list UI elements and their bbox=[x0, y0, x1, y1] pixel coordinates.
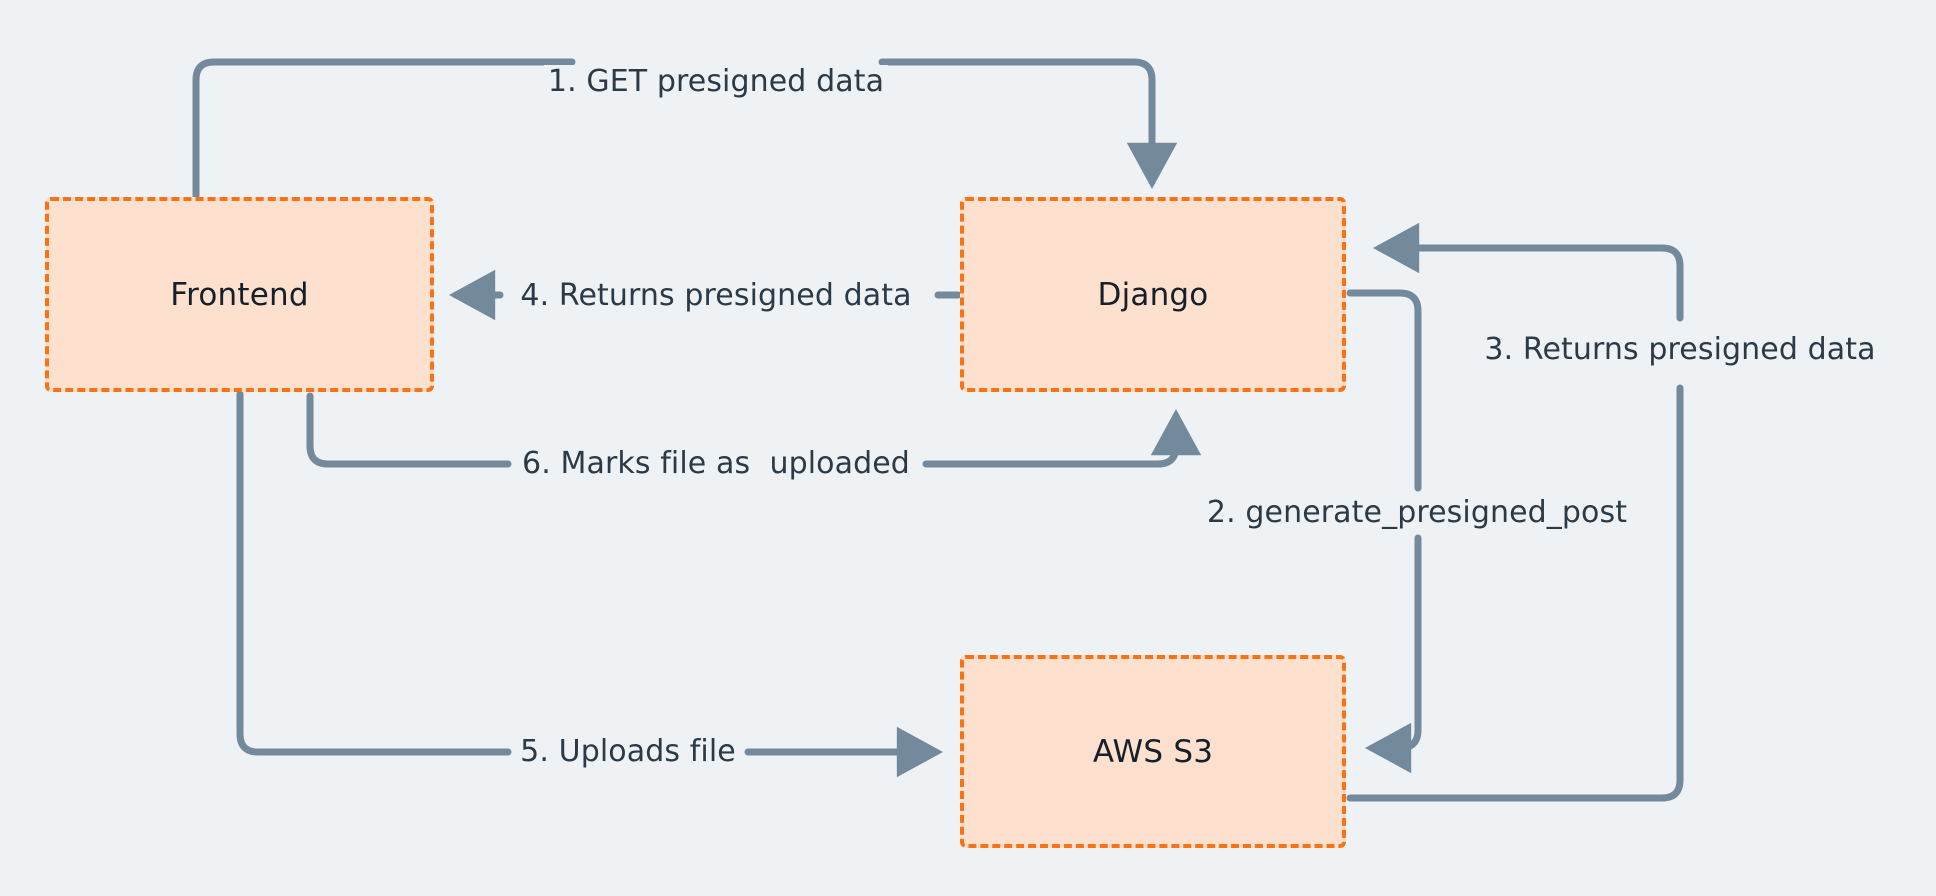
edge-path-6 bbox=[306, 392, 512, 468]
edge-label-6: 6. Marks file as uploaded bbox=[518, 447, 914, 481]
edge-path-1 bbox=[192, 58, 576, 200]
edge-label-2: 2. generate_presigned_post bbox=[1202, 496, 1632, 530]
edge-path-2 bbox=[1346, 289, 1422, 492]
node-aws-s3[interactable]: AWS S3 bbox=[960, 655, 1346, 848]
node-frontend[interactable]: Frontend bbox=[45, 197, 434, 392]
edge-path-3 bbox=[1346, 384, 1684, 802]
edge-label-3: 3. Returns presigned data bbox=[1480, 333, 1880, 367]
edge-label-4: 4. Returns presigned data bbox=[516, 279, 916, 313]
edge-path-2b bbox=[1364, 534, 1422, 774]
edge-path-3b bbox=[1372, 222, 1684, 322]
edge-path-6b bbox=[922, 408, 1202, 468]
edge-label-1: 1. GET presigned data bbox=[543, 65, 889, 99]
node-frontend-label: Frontend bbox=[170, 276, 309, 313]
edge-path-1b bbox=[878, 58, 1178, 190]
node-django-label: Django bbox=[1097, 276, 1209, 313]
edge-path-5 bbox=[236, 390, 512, 756]
edge-label-5: 5. Uploads file bbox=[516, 735, 740, 769]
node-django[interactable]: Django bbox=[960, 197, 1346, 392]
node-aws-s3-label: AWS S3 bbox=[1092, 733, 1214, 770]
